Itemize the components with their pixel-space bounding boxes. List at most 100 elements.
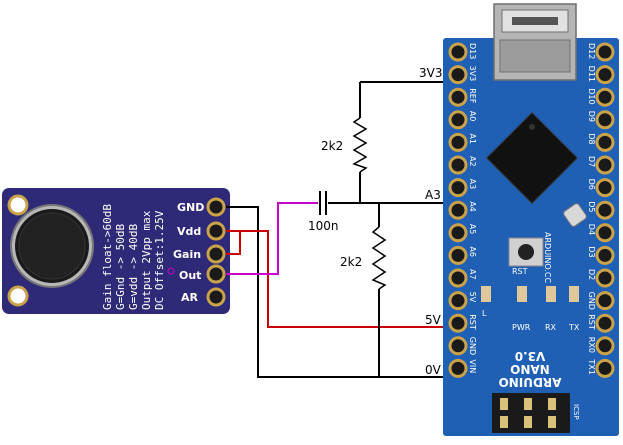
silk-line-4: Output 2Vpp max xyxy=(140,210,153,310)
left-pin-pad xyxy=(448,65,468,85)
wire-gain xyxy=(226,231,241,255)
silk-line-5: DC Offset:1.25V xyxy=(153,210,166,310)
left-pin-pad xyxy=(448,223,468,243)
right-pin-pad xyxy=(595,132,615,152)
net-label-a3: A3 xyxy=(425,188,441,202)
left-pin-label: A1 xyxy=(468,133,477,144)
mic-pin-label-gnd: GND xyxy=(177,201,204,214)
silk-line-2: G=Gnd -> 50dB xyxy=(114,224,127,310)
mic-pin-gain: Gain xyxy=(173,244,226,264)
net-label-0v: 0V xyxy=(425,363,442,377)
right-pin-pad xyxy=(595,200,615,220)
resistor-top-label: 2k2 xyxy=(321,139,343,153)
rst-label: RST xyxy=(512,267,528,276)
right-pin-pad xyxy=(595,245,615,265)
right-pin-pad xyxy=(595,336,615,356)
left-pin-pad xyxy=(448,87,468,107)
right-pin-label: D12 xyxy=(587,43,596,59)
left-pin-pad xyxy=(448,155,468,175)
left-pin-pad xyxy=(448,200,468,220)
mic-pin-vdd: Vdd xyxy=(177,221,226,241)
right-pin-pad xyxy=(595,313,615,333)
led-label-tx: TX xyxy=(568,323,580,332)
wire-vdd xyxy=(226,230,446,328)
wire-out xyxy=(226,202,318,275)
wire-gnd xyxy=(226,206,446,378)
left-pin-label: RST xyxy=(468,314,477,330)
right-pin-label: D9 xyxy=(587,111,596,122)
right-pin-pad xyxy=(595,223,615,243)
right-pin-label: D5 xyxy=(587,201,596,212)
right-pin-label: D4 xyxy=(587,224,596,235)
right-pin-label: D11 xyxy=(587,66,596,82)
wires xyxy=(226,81,446,378)
right-pin-pad xyxy=(595,268,615,288)
resistor-top: 2k2 xyxy=(321,117,368,173)
left-pin-label: A0 xyxy=(468,111,477,122)
right-pin-label: D10 xyxy=(587,88,596,104)
mic-pin-out: Out xyxy=(167,264,226,284)
crystal xyxy=(563,203,587,227)
silk-line-3: G=vdd -> 40dB xyxy=(127,224,140,310)
right-pin-pad xyxy=(595,178,615,198)
name-line-1: ARDUINO xyxy=(499,375,562,389)
left-pin-label: 5V xyxy=(468,292,477,303)
right-pin-pad xyxy=(595,291,615,311)
left-pin-pad xyxy=(448,178,468,198)
microphone-capsule-icon xyxy=(10,204,94,288)
right-pin-pad xyxy=(595,358,615,378)
capacitor-label: 100n xyxy=(308,219,339,233)
left-pin-pad xyxy=(448,336,468,356)
icsp-label: ICSP xyxy=(572,404,580,420)
silk-line-1: Gain float->60dB xyxy=(101,204,114,310)
left-pin-pad xyxy=(448,268,468,288)
capacitor-100n: 100n xyxy=(308,191,339,233)
led-label-pwr: PWR xyxy=(512,323,531,332)
left-pin-pad xyxy=(448,291,468,311)
mount-hole xyxy=(7,285,29,307)
icsp-header: ICSP xyxy=(492,393,580,433)
left-pin-label: A4 xyxy=(468,201,477,212)
mic-pin-gnd: GND xyxy=(177,197,226,217)
name-line-3: V3.0 xyxy=(515,349,546,363)
left-pin-label: VIN xyxy=(468,359,477,373)
mic-pin-label-vdd: Vdd xyxy=(177,225,201,238)
left-pin-pad xyxy=(448,358,468,378)
right-pin-pad xyxy=(595,87,615,107)
net-label-5v: 5V xyxy=(425,313,442,327)
right-pin-label: D8 xyxy=(587,133,596,144)
right-pin-label: D6 xyxy=(587,179,596,190)
arduino-board xyxy=(443,38,619,436)
mount-hole xyxy=(7,194,29,216)
right-pin-label: RX0 xyxy=(587,337,596,353)
right-pin-pad xyxy=(595,110,615,130)
left-pin-label: REF xyxy=(468,88,477,104)
led-pwr xyxy=(517,286,527,302)
mic-silkscreen: Gain float->60dB G=Gnd -> 50dB G=vdd -> … xyxy=(101,204,166,310)
led-label-rx: RX xyxy=(545,323,557,332)
name-line-2: NANO xyxy=(510,362,550,376)
right-pin-label: D7 xyxy=(587,156,596,167)
right-pin-label: D2 xyxy=(587,269,596,280)
led-label-l: L xyxy=(482,309,487,318)
resistor-bottom-label: 2k2 xyxy=(340,255,362,269)
left-pin-pad xyxy=(448,110,468,130)
microphone-module: Gain float->60dB G=Gnd -> 50dB G=vdd -> … xyxy=(2,188,230,314)
mic-pin-label-ar: AR xyxy=(181,291,199,304)
left-pin-pad xyxy=(448,245,468,265)
left-pin-label: 3V3 xyxy=(468,66,477,82)
left-pin-label: A2 xyxy=(468,156,477,167)
led-tx xyxy=(569,286,579,302)
led-rx xyxy=(546,286,556,302)
right-pin-pad xyxy=(595,65,615,85)
left-pin-label: A5 xyxy=(468,224,477,235)
right-pin-label: TX1 xyxy=(587,358,596,374)
left-pin-pad xyxy=(448,313,468,333)
right-pin-label: RST xyxy=(587,314,596,330)
arduino-name: V3.0 NANO ARDUINO xyxy=(499,349,562,389)
brand-text: ARDUINO.CC xyxy=(543,232,552,283)
left-pin-label: A3 xyxy=(468,179,477,190)
